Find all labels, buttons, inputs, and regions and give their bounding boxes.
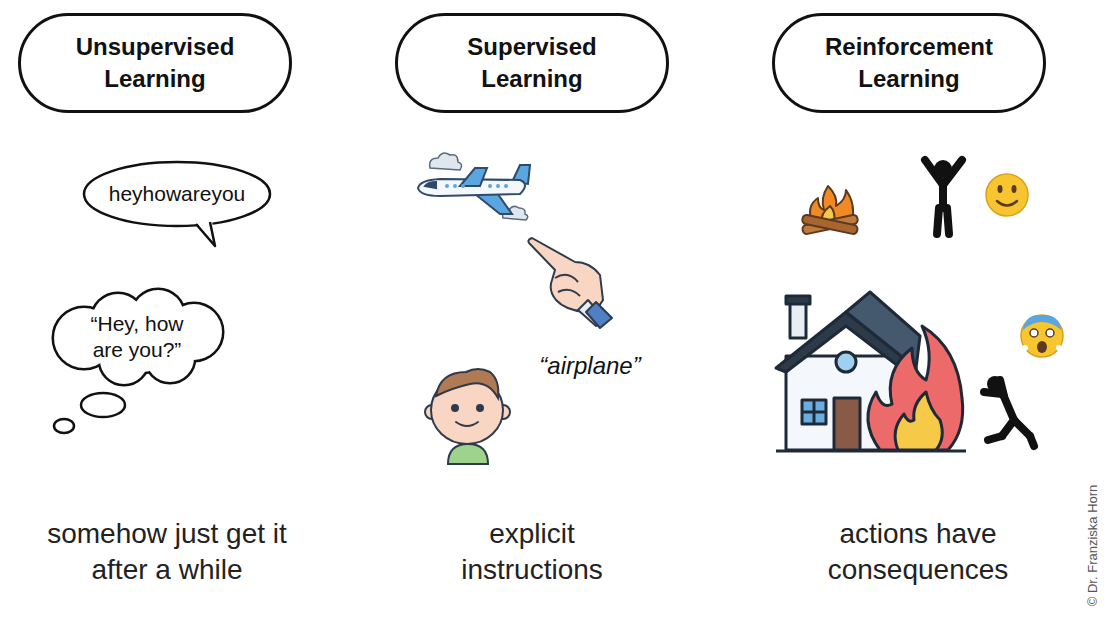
copyright-note: © Dr. Franziska Horn — [1085, 465, 1102, 623]
caption-text: actions have consequences — [803, 516, 1033, 589]
category-pill: Reinforcement Learning — [772, 13, 1046, 113]
thought-bubble: “Hey, how are you?” — [46, 292, 228, 382]
caption-text: somehow just get it after a while — [27, 516, 307, 589]
cloud-outline — [46, 292, 228, 382]
category-pill: Supervised Learning — [395, 13, 669, 113]
caption-text: explicit instructions — [422, 516, 642, 589]
pill-title: Reinforcement Learning — [809, 31, 1009, 96]
spoken-word: “airplane” — [520, 350, 660, 381]
bubble-text: “Hey, how are you?” — [75, 311, 200, 364]
speech-bubble: heyhowareyou — [82, 160, 272, 248]
pill-title: Supervised Learning — [432, 31, 632, 96]
bubble-text: heyhowareyou — [109, 181, 246, 207]
category-pill: Unsupervised Learning — [18, 13, 292, 113]
pill-title: Unsupervised Learning — [55, 31, 255, 96]
